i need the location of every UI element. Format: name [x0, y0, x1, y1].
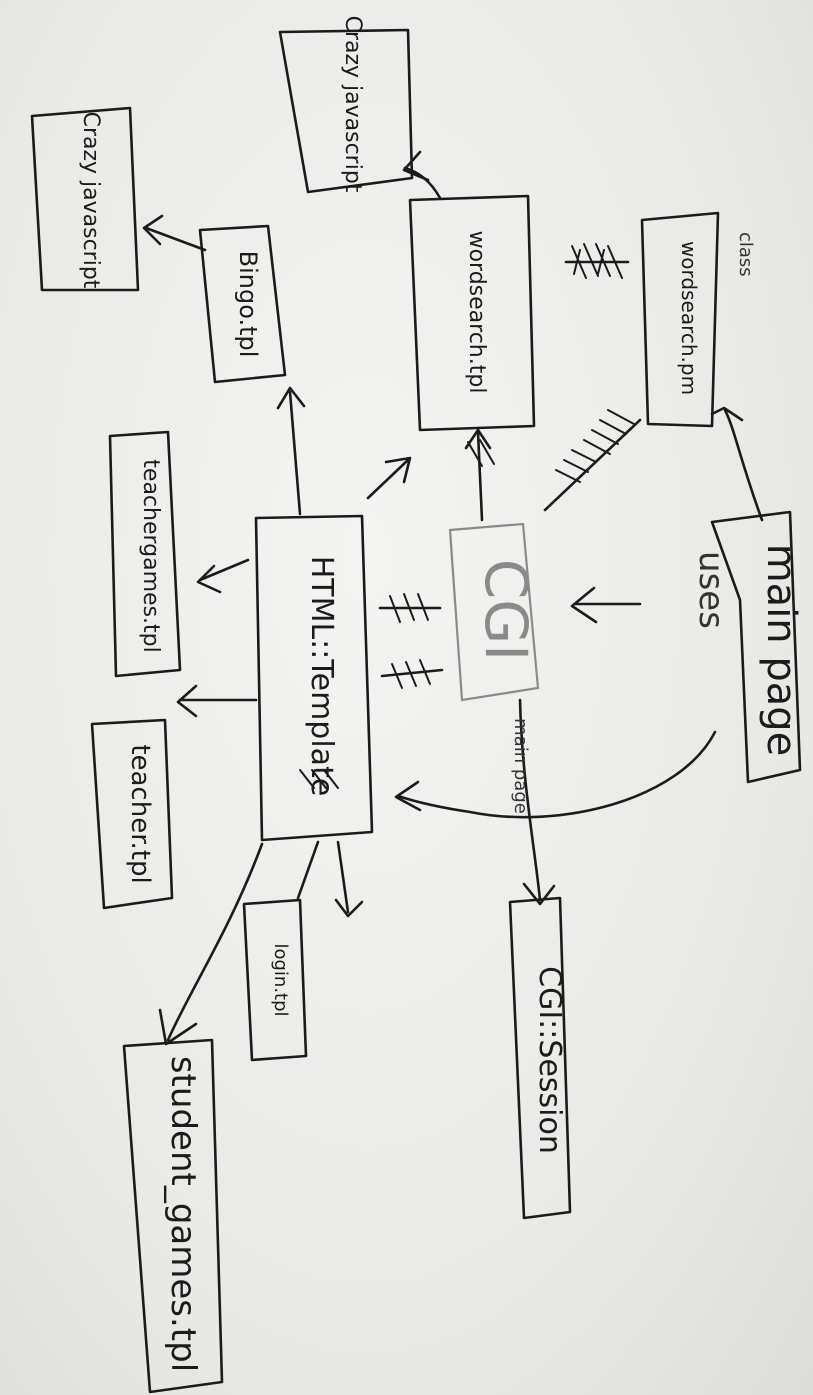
hatch-marks: [299, 243, 635, 789]
svg-text:student_games.tpl: student_games.tpl: [163, 1056, 203, 1372]
arrow-template-to-login-head: [334, 898, 364, 918]
box-login-tpl: [242, 898, 308, 1062]
arrow-template-to-login-2: [336, 840, 350, 914]
arrow-cgi-to-wordsearch-tpl-head: [464, 428, 492, 450]
box-bingo-tpl: [198, 224, 287, 384]
login-tpl-title: login.tpl: [270, 943, 291, 1016]
box-teacher-tpl: [90, 718, 174, 910]
box-wordsearch-pm: [640, 211, 720, 428]
svg-text:teachergames.tpl: teachergames.tpl: [138, 459, 163, 652]
teachergames-tpl-title: teachergames.tpl: [138, 459, 163, 652]
arrow-main-to-template-head: [394, 780, 422, 812]
svg-text:CGI: CGI: [472, 559, 540, 662]
class-note: class: [735, 232, 756, 277]
arrow-template-to-teachergames: [198, 558, 250, 582]
arrow-template-to-bingo: [288, 390, 302, 516]
html-template-title: HTML::Template: [304, 556, 339, 797]
wordsearch-tpl-title: wordsearch.tpl: [464, 231, 489, 394]
arrow-template-to-login: [296, 840, 320, 900]
arrow-main-to-cgi-head: [570, 586, 598, 624]
arrow-template-to-wordsearch-tpl: [366, 458, 410, 500]
svg-text:login.tpl: login.tpl: [270, 943, 291, 1016]
box-student-games-tpl: [122, 1038, 224, 1394]
arrow-template-to-teacher-head: [176, 684, 198, 718]
svg-text:Crazy javascript: Crazy javascript: [78, 112, 103, 289]
svg-text:class: class: [735, 232, 756, 277]
arrow-template-to-teachergames-head: [196, 564, 222, 594]
arrow-template-to-student-games-head: [158, 1008, 198, 1046]
arrow-main-to-wordsearch-pm: [723, 408, 764, 522]
arrow-cgi-to-template-2: [380, 668, 444, 678]
svg-text:CGI::Session: CGI::Session: [532, 966, 567, 1154]
arrow-wordsearch-to-js-head: [402, 150, 430, 182]
arrow-bingo-to-js: [144, 226, 207, 252]
teacher-tpl-title: teacher.tpl: [125, 744, 155, 883]
arrow-template-to-wordsearch-tpl-head: [384, 456, 412, 484]
svg-text:teacher.tpl: teacher.tpl: [125, 744, 155, 883]
main-page-title: main page: [758, 544, 804, 757]
svg-text:HTML::Template: HTML::Template: [304, 556, 339, 797]
uses-annotation: uses: [691, 551, 731, 629]
svg-text:wordsearch.tpl: wordsearch.tpl: [464, 231, 489, 394]
arrow-main-to-template: [396, 730, 717, 819]
svg-text:main page: main page: [758, 544, 804, 757]
box-teachergames-tpl: [108, 430, 182, 678]
main-page-edge-label: main page: [510, 718, 531, 814]
box-html-template: [254, 514, 374, 842]
bingo-tpl-title: Bingo.tpl: [234, 251, 262, 358]
student-games-tpl-title: student_games.tpl: [163, 1056, 203, 1372]
svg-text:uses: uses: [691, 551, 731, 629]
arrow-main-to-wordsearch-pm-head: [710, 406, 744, 422]
arrow-cgi-to-session-head: [522, 882, 556, 906]
box-main-page: [710, 510, 802, 784]
crazy-js-1-title: Crazy javascript: [340, 16, 365, 193]
arrow-bingo-to-js-head: [142, 214, 164, 246]
box-crazy-js-1: [278, 28, 414, 194]
svg-text:Crazy javascript: Crazy javascript: [340, 16, 365, 193]
box-wordsearch-tpl: [408, 194, 536, 432]
arrow-cgi-to-wordsearch-pm: [543, 418, 642, 512]
cgi-title: CGI: [472, 559, 540, 662]
box-cgi: [448, 522, 540, 702]
svg-text:wordsearch.pm: wordsearch.pm: [677, 241, 701, 395]
svg-text:main page: main page: [510, 718, 531, 814]
arrow-cgi-to-wordsearch-tpl: [476, 430, 484, 522]
wordsearch-pm-title: wordsearch.pm: [677, 241, 701, 395]
svg-text:Bingo.tpl: Bingo.tpl: [234, 251, 262, 358]
crazy-js-2-title: Crazy javascript: [78, 112, 103, 289]
cgi-session-title: CGI::Session: [532, 966, 567, 1154]
box-crazy-js-2: [30, 106, 140, 292]
arrow-cgi-to-session: [518, 698, 542, 902]
arrow-template-to-student-games: [166, 842, 264, 1042]
arrow-template-to-bingo-head: [276, 386, 306, 410]
